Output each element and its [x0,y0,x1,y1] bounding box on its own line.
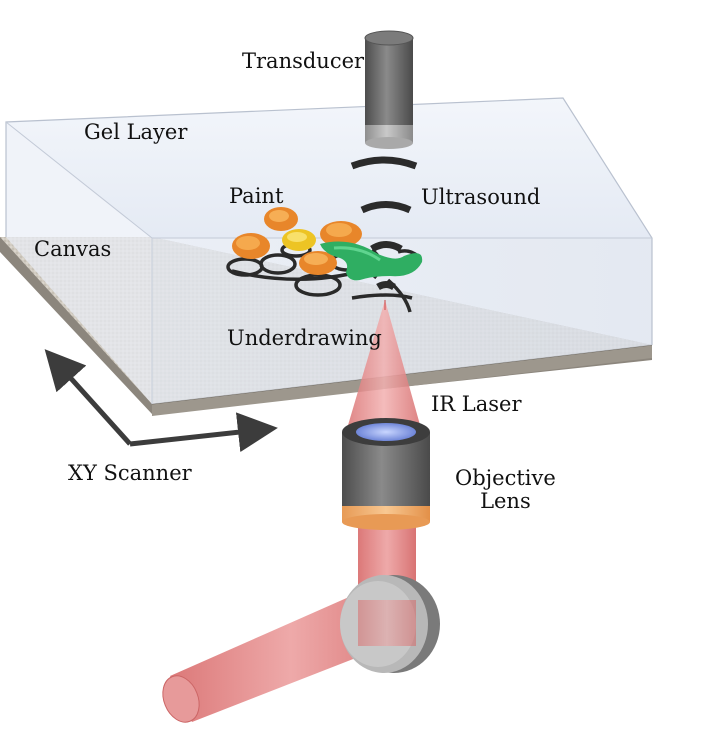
ir-laser-cone [346,300,422,432]
ultrasound-arc [350,156,418,170]
gel-top-face [6,98,652,238]
label-transducer: Transducer [242,49,365,73]
ultrasound-waves [350,156,418,291]
label-objective-lens-line1: Objective [455,466,556,490]
label-gel-layer: Gel Layer [84,120,188,144]
paint-green-leaf [320,241,423,281]
ultrasound-arc [370,241,403,253]
label-objective-lens: Objective Lens [455,466,556,514]
label-underdrawing: Underdrawing [227,326,382,350]
label-xy-scanner: XY Scanner [68,461,192,485]
ultrasound-arc [376,281,396,291]
label-canvas: Canvas [34,237,112,261]
xy-scanner-arrows [44,349,278,453]
label-objective-lens-line2: Lens [480,489,531,514]
paint-blobs [232,207,423,281]
objective-lens [342,418,430,530]
label-ultrasound: Ultrasound [421,185,541,209]
mirror [340,575,440,673]
ultrasound-arc [360,201,412,214]
transducer [364,30,414,149]
label-ir-laser: IR Laser [431,392,522,416]
label-paint: Paint [229,184,284,208]
